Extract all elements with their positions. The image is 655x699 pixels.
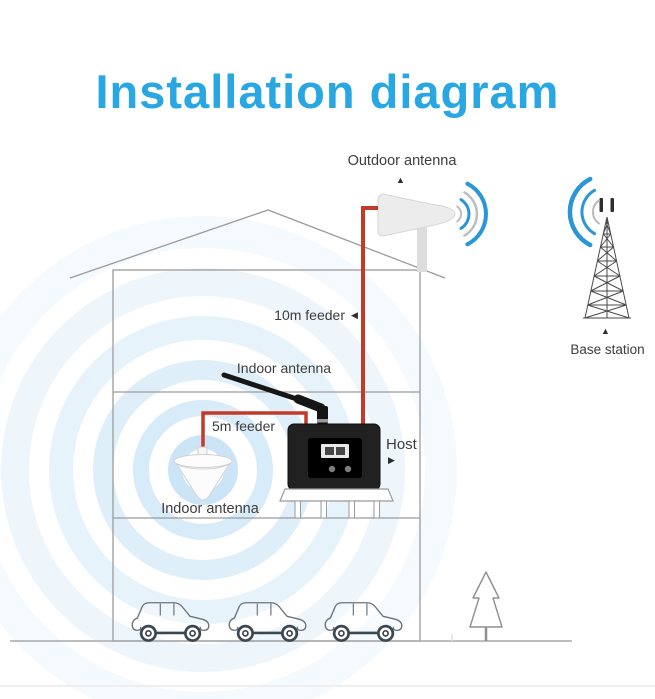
whip-antenna-icon (221, 372, 328, 424)
ceiling-antenna-icon (173, 446, 233, 501)
base-station-label: Base station (570, 342, 645, 357)
outdoor-signal-arcs (456, 181, 488, 247)
indoor-antenna-whip-label: Indoor antenna (236, 360, 332, 376)
table-icon (279, 488, 394, 519)
feeder-10m-label: 10m feeder (274, 307, 345, 323)
antenna-mast (417, 224, 427, 272)
host-label: Host (386, 436, 417, 453)
feeder-cable-10m (361, 206, 378, 424)
host-button (344, 465, 352, 473)
roof (69, 209, 446, 279)
page-title: Installation diagram (95, 65, 560, 118)
host-button (328, 465, 336, 473)
pointer-left-feeder-10m: ◀ (351, 310, 358, 320)
base-station-signal-arcs (567, 176, 600, 248)
tree-icon (469, 571, 503, 641)
host-device-icon (287, 423, 381, 491)
pointer-up-outdoor-antenna: ▲ (396, 175, 405, 185)
feeder-5m-label: 5m feeder (212, 418, 276, 434)
pointer-up-base-station: ▲ (601, 326, 610, 336)
indoor-antenna-ceiling-label: Indoor antenna (161, 501, 259, 517)
base-station-tower-icon (583, 198, 631, 319)
feeder-cable-5m (201, 411, 308, 450)
outdoor-antenna-label: Outdoor antenna (347, 153, 457, 169)
outdoor-antenna-icon (377, 193, 456, 237)
pointer-right-host: ▶ (388, 455, 395, 465)
